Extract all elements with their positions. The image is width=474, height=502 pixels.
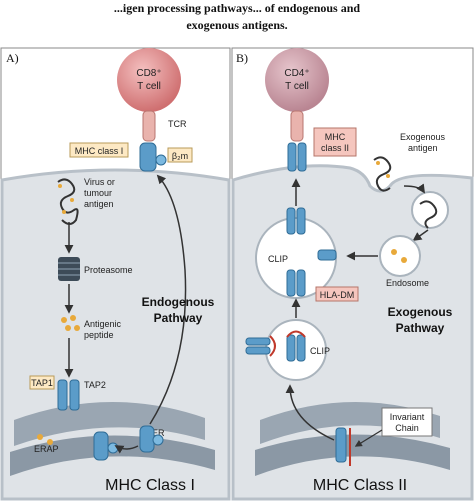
panel-a: A) ER CD8⁺ T cell TCR MHC class I β₂m Vi…: [0, 47, 231, 501]
b2m-surface: [155, 154, 167, 166]
mhc-class-i-label: MHC class I: [75, 146, 124, 156]
endosome-peptide: [391, 249, 397, 255]
tap2-icon: [69, 379, 80, 411]
arrow-to-vesicle: [403, 183, 425, 194]
endogenous-pathway-label-2: Pathway: [154, 311, 203, 325]
mhc-class-ii-label-1: MHC: [325, 132, 346, 142]
cd8-t-cell: [117, 48, 181, 112]
peptide-dot: [74, 325, 80, 331]
arrow-er-loop: [114, 445, 139, 454]
early-vesicle: [411, 191, 449, 229]
tap2-label: TAP2: [84, 380, 106, 390]
invariant-chain-label-1: Invariant: [390, 412, 425, 422]
panel-a-letter: A): [6, 51, 19, 65]
mhc-class-ii-surface-b: [297, 142, 307, 172]
peptide-dot: [61, 317, 67, 323]
cd4-label: CD4⁺: [284, 68, 309, 79]
caption-line-2: exogenous antigens.: [186, 18, 287, 32]
tcr-b: [290, 110, 304, 142]
exogenous-antigen-icon: [373, 156, 392, 192]
cd8-label: CD8⁺: [136, 68, 161, 79]
mhc-ii-miic-b: [296, 207, 306, 235]
clip-label-top: CLIP: [268, 254, 288, 264]
antigen-dot: [62, 210, 66, 214]
cd8-sub-label: T cell: [137, 81, 161, 92]
mhc-ii-clip-b: [296, 334, 306, 362]
mhc-class-ii-bottom-label: MHC Class II: [313, 477, 407, 494]
cd4-t-cell: [265, 48, 329, 112]
erap-peptide: [47, 439, 53, 445]
tcr-a: [142, 110, 156, 142]
endogenous-pathway-label-1: Endogenous: [142, 295, 215, 309]
exogenous-antigen-label-2: antigen: [408, 143, 438, 153]
invariant-cytosol: [269, 335, 276, 357]
mhc-ii-cytosol-a: [245, 337, 271, 346]
mhc-ii-cytosol-b: [245, 346, 271, 355]
exo-antigen-dot: [376, 161, 380, 165]
mhc-ii-clip-a: [286, 334, 296, 362]
mhc-class-i-label-box: [69, 142, 129, 158]
antigen-label-1: Virus or: [84, 177, 115, 187]
er-b-2: [255, 434, 450, 476]
b2m-label-box: [167, 147, 193, 163]
antigen-label-2: tumour: [84, 188, 112, 198]
mhc-class-ii-label-2: class II: [321, 143, 349, 153]
mhc-class-i-bottom-label: MHC Class I: [105, 477, 195, 494]
hla-dm-label: HLA-DM: [320, 290, 355, 300]
antigen-dot: [70, 198, 74, 202]
mhc-ii-miic-d: [296, 269, 306, 297]
mhc-class-ii-label-box: [313, 127, 357, 157]
erap-peptide: [37, 434, 43, 440]
hla-dm-icon: [317, 249, 337, 261]
clip-peptide: [286, 330, 306, 338]
panel-b-letter: B): [236, 51, 248, 65]
exo-antigen-dot: [386, 174, 390, 178]
peptide-label-2: peptide: [84, 330, 114, 340]
exogenous-pathway-label-1: Exogenous: [388, 305, 453, 319]
panel-b: B) CD4⁺ T cell MHC class II Exogenous an…: [231, 47, 474, 501]
mhc-class-i-er-2: [139, 425, 155, 453]
caption-line-1: ...igen processing pathways... of endoge…: [114, 1, 360, 15]
virus-antigen-icon: [57, 178, 79, 225]
peptide-dot: [65, 325, 71, 331]
exogenous-pathway-label-2: Pathway: [396, 321, 445, 335]
exogenous-antigen-label-1: Exogenous: [400, 132, 446, 142]
mhc-class-i-er: [93, 431, 109, 461]
invariant-chain-complex: [335, 427, 347, 463]
tap1-icon: [57, 379, 68, 411]
clip-label-bottom: CLIP: [310, 346, 330, 356]
b2m-er: [107, 442, 119, 454]
arrow-vesicle-to-endosome: [412, 229, 429, 242]
invariant-chain-label-2: Chain: [395, 423, 419, 433]
hla-dm-label-box: [315, 286, 359, 302]
b2m-label: β₂m: [172, 151, 188, 161]
invariant-chain-label-box: [381, 407, 433, 437]
invariant-pointer: [354, 429, 383, 447]
peptide-label-1: Antigenic: [84, 319, 122, 329]
arrow-er-to-lower-vesicle: [285, 384, 335, 441]
tcr-label-a: TCR: [168, 119, 187, 129]
antigen-dot: [58, 184, 62, 188]
b2m-er-2: [152, 434, 164, 446]
endosome-peptide: [401, 257, 407, 263]
er-a-2: [10, 435, 215, 476]
antigen-label-3: antigen: [84, 199, 114, 209]
tap1-label: TAP1: [31, 378, 53, 388]
endosome: [379, 235, 421, 277]
mhc-class-ii-surface-a: [287, 142, 297, 172]
vesicle-antigen-icon: [419, 200, 438, 229]
endosome-label: Endosome: [386, 278, 429, 288]
proteasome-label: Proteasome: [84, 265, 133, 275]
mhc-class-i-surface: [139, 142, 157, 172]
erap-label: ERAP: [34, 444, 59, 454]
peptide-dot: [70, 315, 76, 321]
er-label-a: ER: [152, 428, 165, 438]
mhc-ii-miic-c: [286, 269, 296, 297]
arrow-er-to-surface: [149, 174, 187, 425]
cd4-sub-label: T cell: [285, 81, 309, 92]
tap1-label-box: [29, 375, 55, 390]
mhc-ii-miic-a: [286, 207, 296, 235]
